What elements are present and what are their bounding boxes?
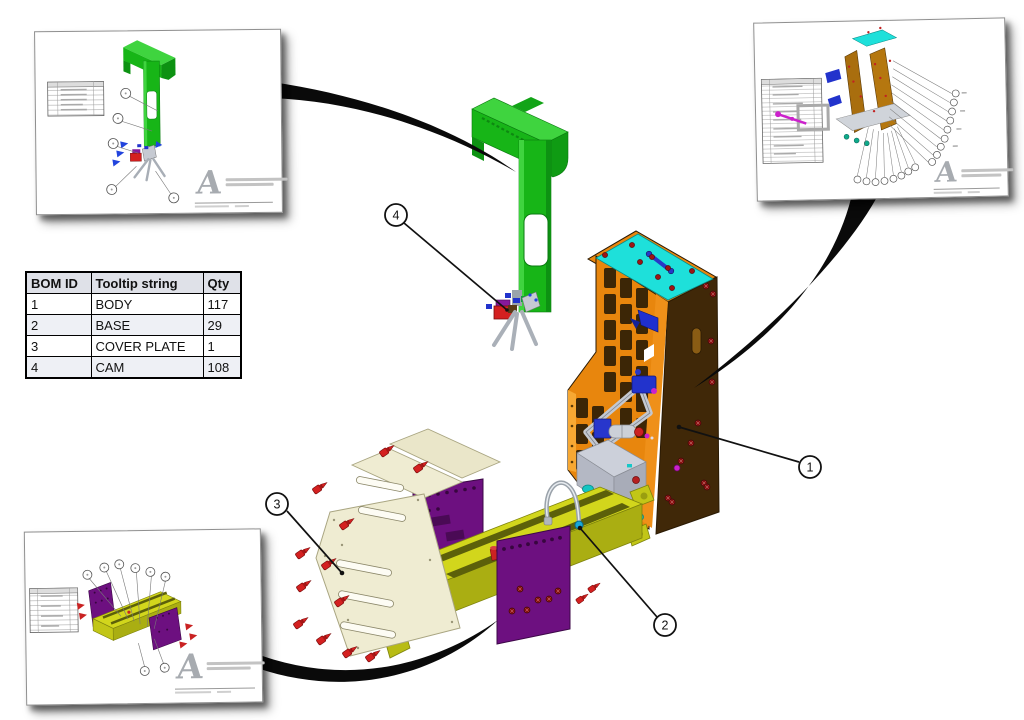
cam-tripod-legs xyxy=(492,310,538,351)
apm-logo: A xyxy=(174,647,266,688)
inset-base-part xyxy=(76,582,198,651)
bom-row-4: 4 CAM 108 xyxy=(25,356,242,379)
cover-plate-part xyxy=(315,428,502,657)
leader-dots xyxy=(339,308,682,576)
logo-company-text xyxy=(961,158,1014,178)
apm-logo: A xyxy=(933,155,1014,189)
inset-sheet-body: A xyxy=(753,17,1014,202)
inset-cam-mini-table xyxy=(47,81,105,117)
bom-header-row: BOM ID Tooltip string Qty xyxy=(25,271,242,294)
bom-row-1: 1 BODY 117 xyxy=(25,293,242,315)
bom-header-qty: Qty xyxy=(202,271,242,294)
magenta-fastener xyxy=(673,464,681,472)
balloon-1: 1 xyxy=(798,455,822,479)
base-front-purple-plate xyxy=(496,525,571,645)
balloon-3: 3 xyxy=(265,492,289,516)
cam-part xyxy=(471,97,569,351)
bom-header-id: BOM ID xyxy=(25,271,92,294)
svg-text:3: 3 xyxy=(274,498,281,512)
balloon-leaders xyxy=(286,222,800,618)
inset-cam-part xyxy=(112,40,176,182)
body-internal-mechanism xyxy=(583,309,659,466)
inset-base-mini-table xyxy=(29,587,79,633)
bom-table: BOM ID Tooltip string Qty 1 BODY 117 2 B… xyxy=(25,271,242,379)
inset-base-drawing xyxy=(29,559,198,676)
logo-company-text xyxy=(207,651,266,671)
body-top-plate xyxy=(595,233,714,301)
inset-cam-balloons xyxy=(106,87,180,204)
body-right-face xyxy=(655,276,720,535)
connector-curve-cam xyxy=(272,82,516,172)
bom-row-2: 2 BASE 29 xyxy=(25,314,242,336)
svg-text:1: 1 xyxy=(807,461,814,475)
bom-row-3: 3 COVER PLATE 1 xyxy=(25,335,242,357)
svg-text:4: 4 xyxy=(393,209,400,223)
inset-body-drawing xyxy=(760,26,967,186)
balloon-4: 4 xyxy=(384,203,408,227)
cam-window-cutout xyxy=(523,213,549,267)
logo-a-mark: A xyxy=(933,155,959,189)
base-part xyxy=(292,428,655,663)
apm-logo: A xyxy=(194,163,288,202)
connector-curve-base xyxy=(257,620,498,682)
inset-sheet-base: A xyxy=(23,528,266,706)
inset-sheet-cam: A xyxy=(34,28,288,216)
bom-header-tooltip: Tooltip string xyxy=(90,271,204,294)
svg-text:2: 2 xyxy=(662,619,669,633)
inset-base-balloons xyxy=(82,559,171,676)
logo-company-text xyxy=(225,168,288,187)
inset-cam-drawing xyxy=(47,40,180,204)
connector-curve-body xyxy=(694,190,881,388)
balloon-2: 2 xyxy=(653,613,677,637)
logo-a-mark: A xyxy=(194,163,224,202)
logo-a-mark: A xyxy=(174,647,205,688)
cam-base-hardware xyxy=(486,290,541,320)
inset-body-balloons xyxy=(853,60,967,186)
